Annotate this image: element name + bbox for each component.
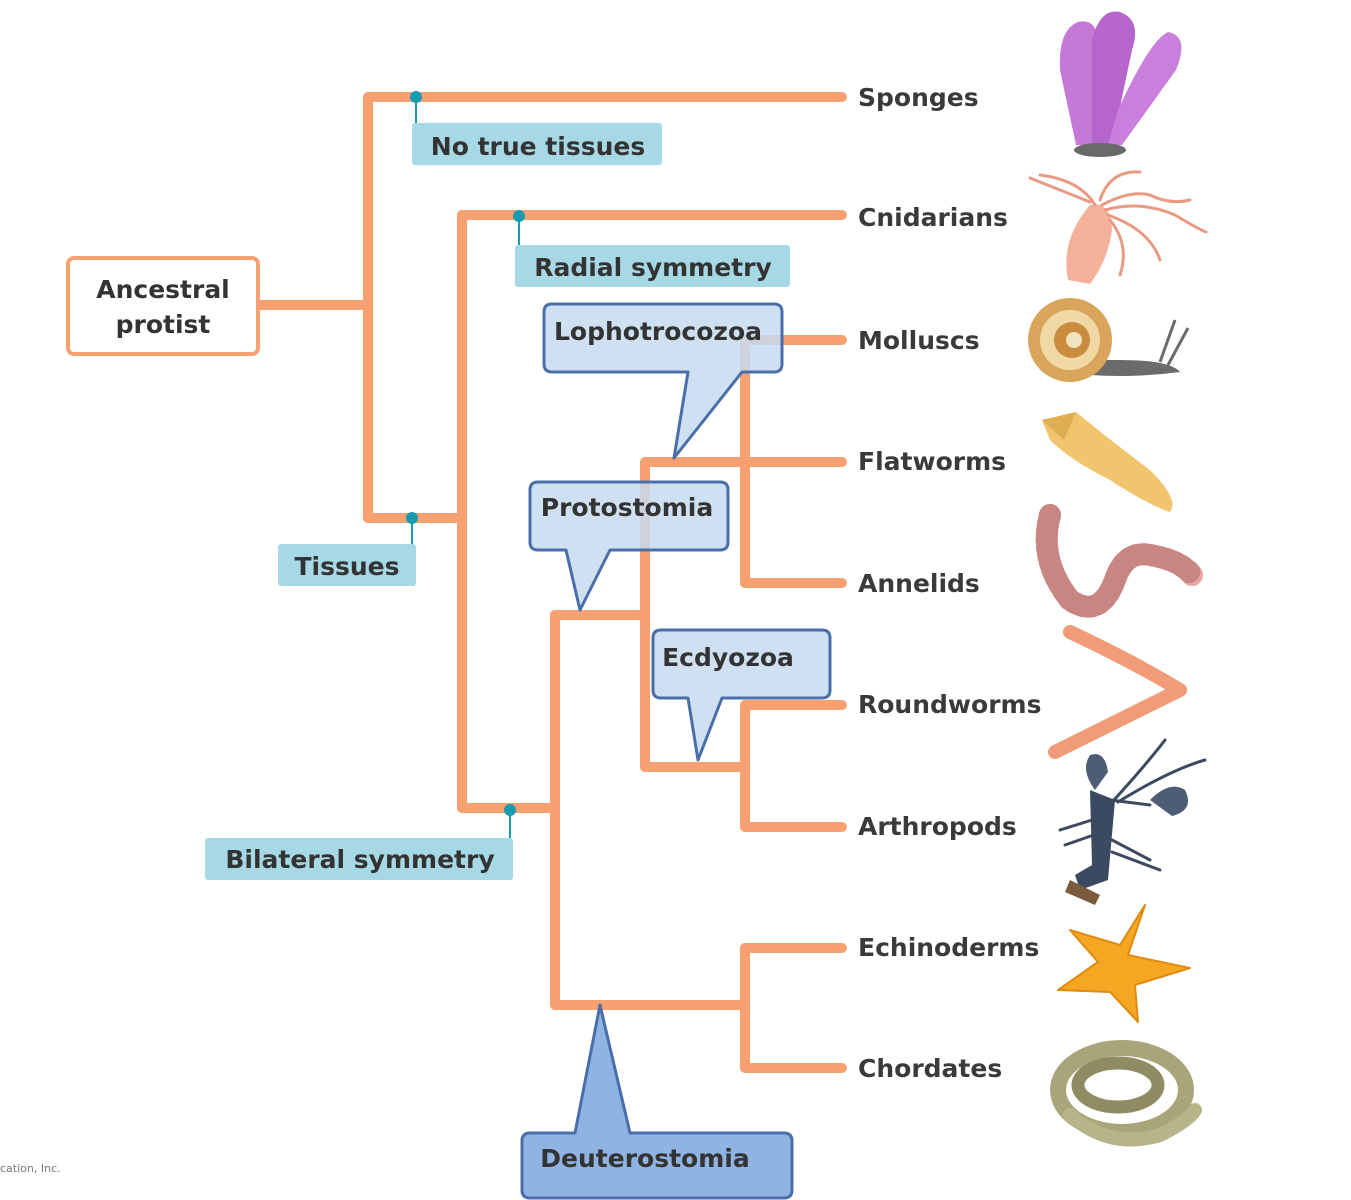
ancestral-protist-box: Ancestral protist <box>66 256 260 356</box>
trait-no-true-tissues: No true tissues <box>410 91 662 165</box>
node-dot <box>406 512 418 524</box>
callout-lophotrochozoa: Lophotrocozoa <box>542 302 784 460</box>
clade-label: Deuterostomia <box>540 1144 749 1173</box>
taxon-flatworms: Flatworms <box>858 447 1006 476</box>
callout-ecdysozoa: Ecdyozoa <box>651 628 832 762</box>
taxon-labels: Sponges Cnidarians Molluscs Flatworms An… <box>858 83 1041 1083</box>
annelid-icon <box>1035 504 1203 618</box>
taxon-sponges: Sponges <box>858 83 979 112</box>
node-dot <box>410 91 422 103</box>
lobster-icon <box>1058 738 1207 905</box>
credit-text: cation, Inc. <box>0 1162 61 1175</box>
trait-label: Radial symmetry <box>534 253 772 282</box>
callout-deuterostomia: Deuterostomia <box>520 1003 794 1200</box>
taxon-arthropods: Arthropods <box>858 812 1017 841</box>
roundworm-icon <box>1048 625 1187 759</box>
flatworm-icon <box>1042 412 1173 512</box>
taxon-chordates: Chordates <box>858 1054 1002 1083</box>
clade-label: Lophotrocozoa <box>554 317 762 346</box>
taxon-molluscs: Molluscs <box>858 326 980 355</box>
trait-tissues: Tissues <box>278 512 418 586</box>
taxon-echinoderms: Echinoderms <box>858 933 1039 962</box>
trait-label: No true tissues <box>431 132 645 161</box>
clade-label: Protostomia <box>541 493 713 522</box>
clade-label: Ecdyozoa <box>662 643 794 672</box>
root-label-line2: protist <box>116 310 211 339</box>
sponge-icon <box>1059 11 1182 157</box>
root-label-line1: Ancestral <box>96 275 230 304</box>
trait-label: Tissues <box>294 552 399 581</box>
callout-protostomia: Protostomia <box>528 480 730 612</box>
node-dot <box>504 804 516 816</box>
trait-label: Bilateral symmetry <box>225 845 494 874</box>
taxon-roundworms: Roundworms <box>858 690 1041 719</box>
snake-icon <box>1050 1040 1202 1147</box>
node-dot <box>513 210 525 222</box>
cnidarian-icon <box>1028 170 1208 284</box>
trait-radial-symmetry: Radial symmetry <box>513 210 790 287</box>
snail-icon <box>1028 298 1190 382</box>
trait-bilateral-symmetry: Bilateral symmetry <box>205 804 516 880</box>
taxon-annelids: Annelids <box>858 569 980 598</box>
starfish-icon <box>1057 904 1191 1023</box>
taxon-cnidarians: Cnidarians <box>858 203 1008 232</box>
